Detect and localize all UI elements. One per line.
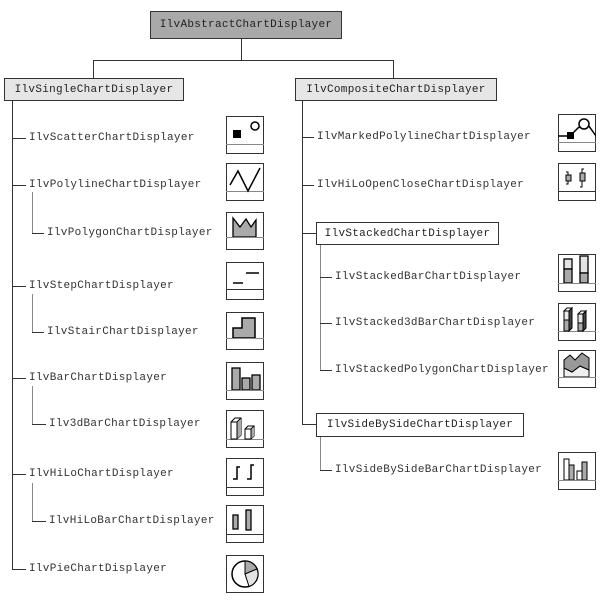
stacked-3d-bar-chart-icon xyxy=(558,303,596,341)
bar-chart-icon xyxy=(226,362,264,400)
connector-branch xyxy=(32,521,46,522)
node-composite-chart-displayer: IlvCompositeChartDisplayer xyxy=(295,78,497,101)
node-marked-polyline-chart-displayer: IlvMarkedPolylineChartDisplayer xyxy=(317,131,531,143)
hilo-bar-chart-icon xyxy=(226,505,264,543)
node-abstract-chart-displayer: IlvAbstractChartDisplayer xyxy=(150,11,342,39)
connector-branch xyxy=(12,138,26,139)
stacked-bar-chart-icon xyxy=(558,254,596,292)
node-hilo-open-close-chart-displayer: IlvHiLoOpenCloseChartDisplayer xyxy=(317,179,525,191)
node-polyline-chart-displayer: IlvPolylineChartDisplayer xyxy=(29,179,202,191)
connector-composite-trunk xyxy=(302,100,303,425)
node-3d-bar-chart-displayer: Ilv3dBarChartDisplayer xyxy=(49,418,201,430)
connector-branch xyxy=(302,233,316,234)
node-bar-chart-displayer: IlvBarChartDisplayer xyxy=(29,372,168,384)
polyline-chart-icon xyxy=(226,163,264,201)
connector-sub-trunk xyxy=(32,192,33,233)
connector-branch xyxy=(32,332,44,333)
pie-chart-icon xyxy=(226,555,264,593)
node-stacked-chart-displayer: IlvStackedChartDisplayer xyxy=(316,222,499,245)
side-by-side-bar-chart-icon xyxy=(558,452,596,490)
connector-composite-up xyxy=(393,60,394,78)
connector-branch xyxy=(302,137,314,138)
node-sidebyside-bar-chart-displayer: IlvSideBySideBarChartDisplayer xyxy=(335,464,543,476)
connector-branch xyxy=(320,470,332,471)
step-chart-icon xyxy=(226,262,264,300)
connector-branch xyxy=(320,370,332,371)
connector-root-down xyxy=(241,38,242,60)
3d-bar-chart-icon xyxy=(226,410,264,448)
connector-branch xyxy=(32,233,44,234)
hilo-chart-icon xyxy=(226,458,264,496)
node-stacked-polygon-chart-displayer: IlvStackedPolygonChartDisplayer xyxy=(335,364,549,376)
connector-branch xyxy=(12,185,26,186)
connector-single-up xyxy=(93,60,94,78)
connector-sub-trunk xyxy=(32,294,33,332)
stair-chart-icon xyxy=(226,312,264,350)
connector-sub-trunk xyxy=(32,483,33,521)
node-pie-chart-displayer: IlvPieChartDisplayer xyxy=(29,563,168,575)
connector-root-horizontal xyxy=(93,60,394,61)
connector-branch xyxy=(320,323,332,324)
node-scatter-chart-displayer: IlvScatterChartDisplayer xyxy=(29,132,195,144)
connector-sidebyside-trunk xyxy=(320,436,321,470)
node-polygon-chart-displayer: IlvPolygonChartDisplayer xyxy=(47,227,213,239)
node-sidebyside-chart-displayer: IlvSideBySideChartDisplayer xyxy=(316,413,524,437)
node-stacked-bar-chart-displayer: IlvStackedBarChartDisplayer xyxy=(335,271,522,283)
connector-branch xyxy=(12,378,26,379)
connector-stacked-trunk xyxy=(320,244,321,371)
connector-branch xyxy=(12,474,26,475)
connector-branch xyxy=(12,569,26,570)
hilo-open-close-chart-icon xyxy=(558,163,596,201)
connector-branch xyxy=(320,277,332,278)
node-hilo-bar-chart-displayer: IlvHiLoBarChartDisplayer xyxy=(49,515,215,527)
stacked-polygon-chart-icon xyxy=(558,350,596,388)
node-single-chart-displayer: IlvSingleChartDisplayer xyxy=(4,78,184,101)
node-stacked-3d-bar-chart-displayer: IlvStacked3dBarChartDisplayer xyxy=(335,317,536,329)
scatter-chart-icon xyxy=(226,116,264,154)
connector-branch xyxy=(12,286,26,287)
connector-sub-trunk xyxy=(32,386,33,424)
node-hilo-chart-displayer: IlvHiLoChartDisplayer xyxy=(29,468,174,480)
connector-single-trunk xyxy=(12,100,13,569)
node-step-chart-displayer: IlvStepChartDisplayer xyxy=(29,280,174,292)
node-stair-chart-displayer: IlvStairChartDisplayer xyxy=(47,326,199,338)
polygon-chart-icon xyxy=(226,212,264,250)
connector-branch xyxy=(302,424,316,425)
connector-branch xyxy=(32,424,46,425)
connector-branch xyxy=(302,185,314,186)
marked-polyline-chart-icon xyxy=(558,114,596,152)
